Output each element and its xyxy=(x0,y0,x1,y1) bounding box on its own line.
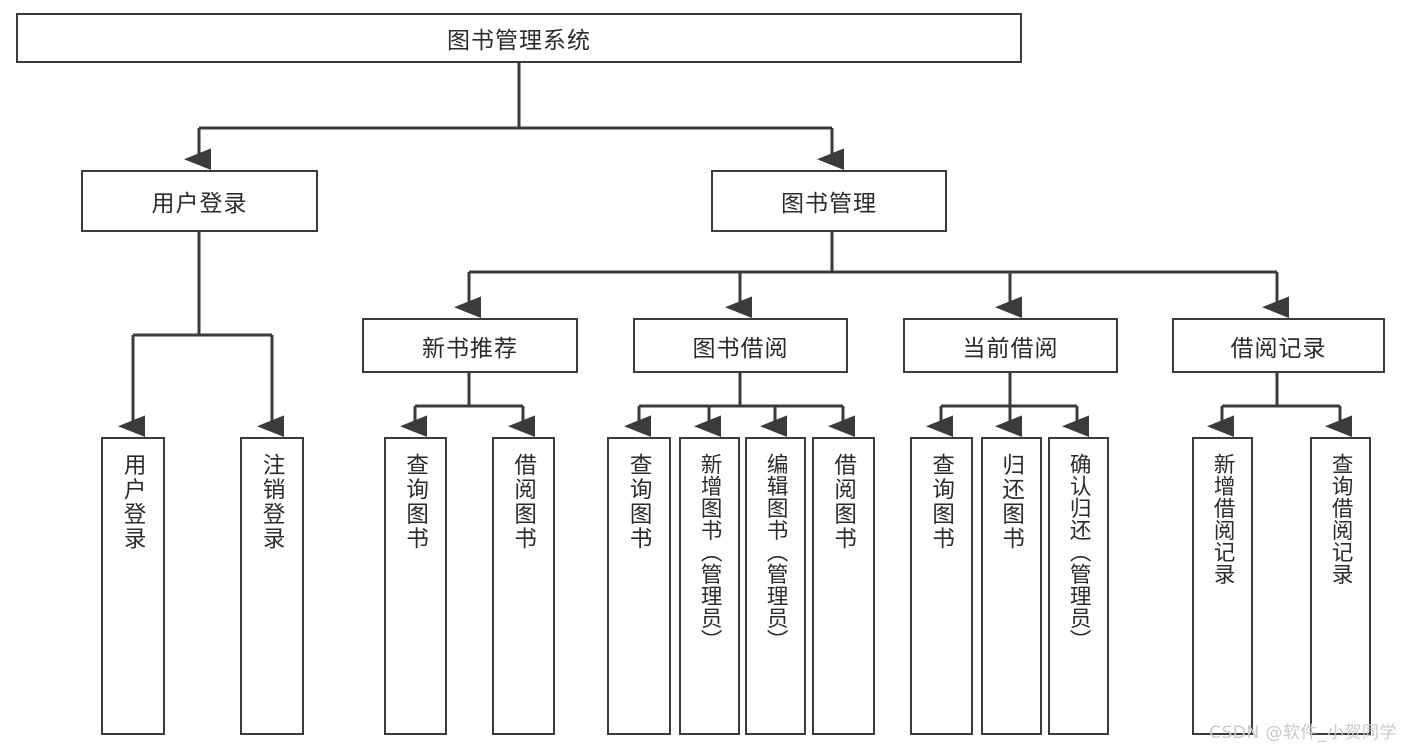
leaf-new-book-borrow[interactable]: 借阅图书 xyxy=(492,437,555,735)
node-user-login[interactable]: 用户登录 xyxy=(81,170,318,232)
leaf-current-return-label: 归还图书 xyxy=(998,453,1025,551)
leaf-borrow-add-book-label: 新增图书（管理员） xyxy=(697,453,723,651)
leaf-records-query-label: 查询借阅记录 xyxy=(1328,453,1354,585)
node-root-label: 图书管理系统 xyxy=(447,28,591,54)
node-current-borrow[interactable]: 当前借阅 xyxy=(903,318,1118,373)
node-new-book-recommend-label: 新书推荐 xyxy=(422,335,518,362)
node-book-manage-label: 图书管理 xyxy=(781,191,877,217)
leaf-records-query[interactable]: 查询借阅记录 xyxy=(1310,437,1371,735)
leaf-new-book-borrow-label: 借阅图书 xyxy=(510,453,537,551)
leaf-user-login-logout[interactable]: 注销登录 xyxy=(240,437,304,735)
node-book-borrow[interactable]: 图书借阅 xyxy=(633,318,848,373)
node-book-manage[interactable]: 图书管理 xyxy=(711,170,947,232)
leaf-user-login-logout-label: 注销登录 xyxy=(259,453,286,551)
leaf-current-query-label: 查询图书 xyxy=(928,453,955,551)
node-root[interactable]: 图书管理系统 xyxy=(16,13,1022,63)
leaf-borrow-edit-book-label: 编辑图书（管理员） xyxy=(763,453,789,651)
leaf-borrow-borrow-book-label: 借阅图书 xyxy=(830,453,857,551)
leaf-borrow-query[interactable]: 查询图书 xyxy=(607,437,671,735)
leaf-borrow-borrow-book[interactable]: 借阅图书 xyxy=(812,437,875,735)
node-borrow-records-label: 借阅记录 xyxy=(1230,335,1327,362)
leaf-current-confirm-return[interactable]: 确认归还（管理员） xyxy=(1048,437,1109,735)
leaf-user-login-login[interactable]: 用户登录 xyxy=(101,437,165,735)
node-book-borrow-label: 图书借阅 xyxy=(692,335,789,362)
leaf-current-query[interactable]: 查询图书 xyxy=(910,437,973,735)
node-user-login-label: 用户登录 xyxy=(151,191,248,217)
leaf-new-book-query[interactable]: 查询图书 xyxy=(384,437,447,735)
leaf-new-book-query-label: 查询图书 xyxy=(402,453,429,551)
node-new-book-recommend[interactable]: 新书推荐 xyxy=(362,318,578,373)
leaf-current-return[interactable]: 归还图书 xyxy=(981,437,1042,735)
leaf-borrow-add-book[interactable]: 新增图书（管理员） xyxy=(679,437,740,735)
watermark: CSDN @软件_小贺同学 xyxy=(1209,723,1397,743)
node-current-borrow-label: 当前借阅 xyxy=(962,335,1059,362)
node-borrow-records[interactable]: 借阅记录 xyxy=(1172,318,1385,373)
leaf-user-login-login-label: 用户登录 xyxy=(120,453,147,551)
leaf-current-confirm-return-label: 确认归还（管理员） xyxy=(1066,453,1092,651)
leaf-records-add-label: 新增借阅记录 xyxy=(1210,453,1236,585)
leaf-records-add[interactable]: 新增借阅记录 xyxy=(1192,437,1253,735)
leaf-borrow-edit-book[interactable]: 编辑图书（管理员） xyxy=(745,437,806,735)
leaf-borrow-query-label: 查询图书 xyxy=(626,453,653,551)
